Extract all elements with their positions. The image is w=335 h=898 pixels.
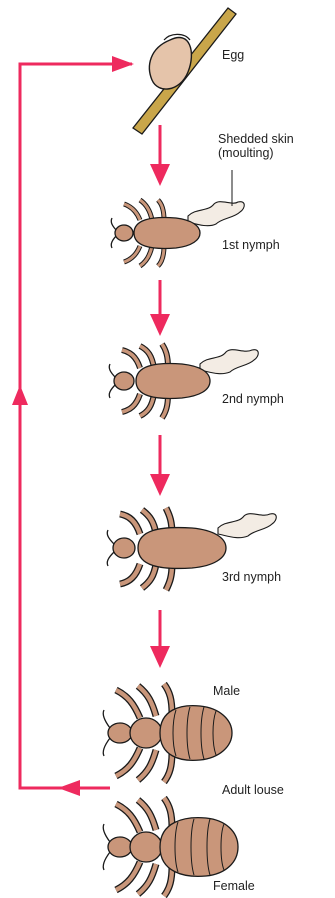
nymph2-illustration xyxy=(109,344,210,418)
cycle-return-arrow xyxy=(12,56,134,796)
nymph1-illustration xyxy=(111,200,200,266)
label-egg: Egg xyxy=(222,48,244,62)
egg-on-hair-illustration xyxy=(133,8,236,134)
label-2nd-nymph: 2nd nymph xyxy=(222,392,284,406)
label-moulting: (moulting) xyxy=(218,146,274,160)
label-1st-nymph: 1st nymph xyxy=(222,238,280,252)
label-shedded-skin: Shedded skin xyxy=(218,132,294,146)
label-adult-louse: Adult louse xyxy=(222,783,284,797)
label-3rd-nymph: 3rd nymph xyxy=(222,570,281,584)
label-male: Male xyxy=(213,684,240,698)
nymph3-illustration xyxy=(107,508,226,590)
male-louse-illustration xyxy=(103,684,232,782)
label-female: Female xyxy=(213,879,255,893)
